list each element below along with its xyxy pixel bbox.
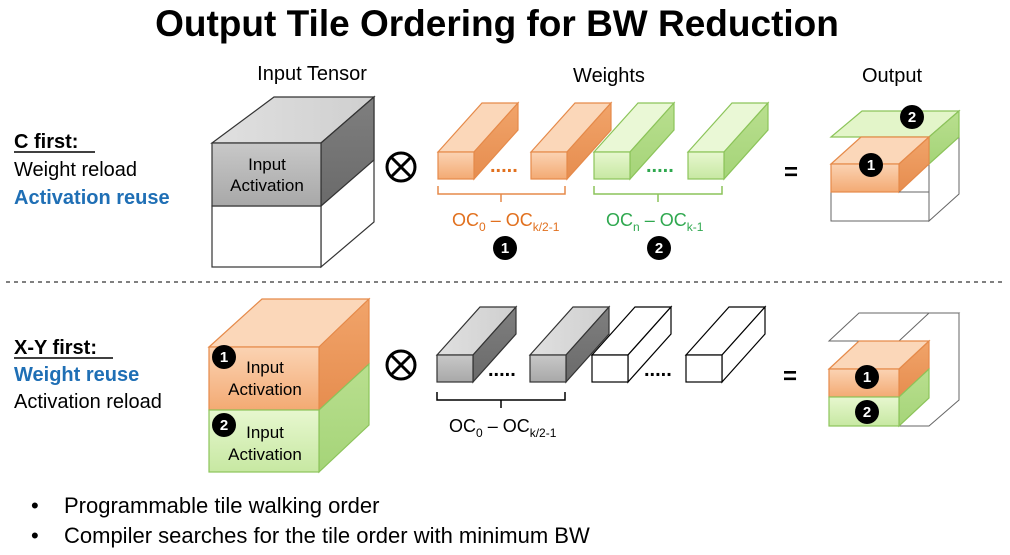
c-first-badge-1: 1 <box>493 236 517 260</box>
c-first-output-badge-2: 2 <box>900 105 924 129</box>
c-first-heading: C first: <box>14 131 78 153</box>
c-first-dots-orange: ..... <box>490 155 518 177</box>
c-first-oc-range-green: OCn – OCk-1 <box>606 210 704 234</box>
c-first-output-badge-1: 1 <box>859 153 883 177</box>
xy-first-weight-bar-white-2 <box>684 305 767 384</box>
xy-first-equals: = <box>783 363 797 390</box>
c-first-line1: Weight reload <box>14 159 137 181</box>
c-first-badge-2: 2 <box>647 236 671 260</box>
c-first-labels: C first: Weight reload Activation reuse <box>14 131 170 209</box>
svg-text:1: 1 <box>220 349 228 366</box>
xy-first-tile1-badge: 1 <box>212 345 236 369</box>
xy-first-brace <box>436 392 566 408</box>
xy-first-output-tensor <box>827 312 961 428</box>
xy-first-line1: Weight reuse <box>14 364 139 386</box>
xy-first-tile1-label-1: Input <box>246 358 284 377</box>
xy-first-tile2-label-2: Activation <box>228 445 302 464</box>
xy-first-input-tensor <box>207 297 371 474</box>
bullet-list: • Programmable tile walking order • Comp… <box>31 493 590 548</box>
xy-first-output-badge-2: 2 <box>855 400 879 424</box>
c-first-input-activation <box>211 142 322 207</box>
svg-text:1: 1 <box>863 369 871 386</box>
bullet-item-1: Programmable tile walking order <box>64 493 379 518</box>
c-first-line2: Activation reuse <box>14 187 170 209</box>
xy-first-oc-range: OC0 – OCk/2-1 <box>449 416 557 440</box>
c-first-brace-green <box>593 186 723 202</box>
c-first-input-label-1: Input <box>248 155 286 174</box>
xy-first-heading: X-Y first: <box>14 337 97 359</box>
c-first-output-tensor <box>829 109 961 223</box>
xy-first-tile1-label-2: Activation <box>228 380 302 399</box>
svg-text:2: 2 <box>908 109 916 126</box>
svg-text:2: 2 <box>655 240 663 257</box>
xy-first-weight-bar-gray-2 <box>528 305 611 384</box>
c-first-weight-bar-green-2 <box>686 101 770 181</box>
c-first-oc-range-orange: OC0 – OCk/2-1 <box>452 210 560 234</box>
xy-first-output-badge-1: 1 <box>855 365 879 389</box>
xy-first-convolve-operator <box>385 349 417 381</box>
c-first-weight-bar-green-1 <box>592 101 676 181</box>
column-header-output: Output <box>862 65 922 87</box>
bullet-marker-1: • <box>31 493 39 518</box>
xy-first-tile2-badge: 2 <box>212 413 236 437</box>
c-first-brace-orange <box>437 186 566 202</box>
c-first-convolve-operator <box>385 151 417 183</box>
column-header-weights: Weights <box>573 65 645 87</box>
xy-first-dots-1: ..... <box>488 359 516 381</box>
svg-text:1: 1 <box>867 157 875 174</box>
page-title: Output Tile Ordering for BW Reduction <box>155 3 839 44</box>
xy-first-line2: Activation reload <box>14 391 162 413</box>
c-first-input-label-2: Activation <box>230 176 304 195</box>
svg-text:2: 2 <box>863 404 871 421</box>
xy-first-dots-2: ..... <box>644 359 672 381</box>
c-first-weight-bar-orange-2 <box>529 101 613 181</box>
bullet-item-2: Compiler searches for the tile order wit… <box>64 523 590 548</box>
c-first-input-tensor: Input Activation <box>210 95 376 269</box>
svg-text:2: 2 <box>220 417 228 434</box>
c-first-weight-bar-orange-1 <box>436 101 520 181</box>
xy-first-weight-bar-white-1 <box>590 305 673 384</box>
xy-first-tile2-label-1: Input <box>246 423 284 442</box>
c-first-dots-green: ..... <box>646 155 674 177</box>
xy-first-labels: X-Y first: Weight reuse Activation reloa… <box>14 337 162 413</box>
column-header-input: Input Tensor <box>257 63 367 85</box>
svg-text:1: 1 <box>501 240 509 257</box>
xy-first-weight-bar-gray-1 <box>435 305 518 384</box>
c-first-equals: = <box>784 159 798 186</box>
bullet-marker-2: • <box>31 523 39 548</box>
